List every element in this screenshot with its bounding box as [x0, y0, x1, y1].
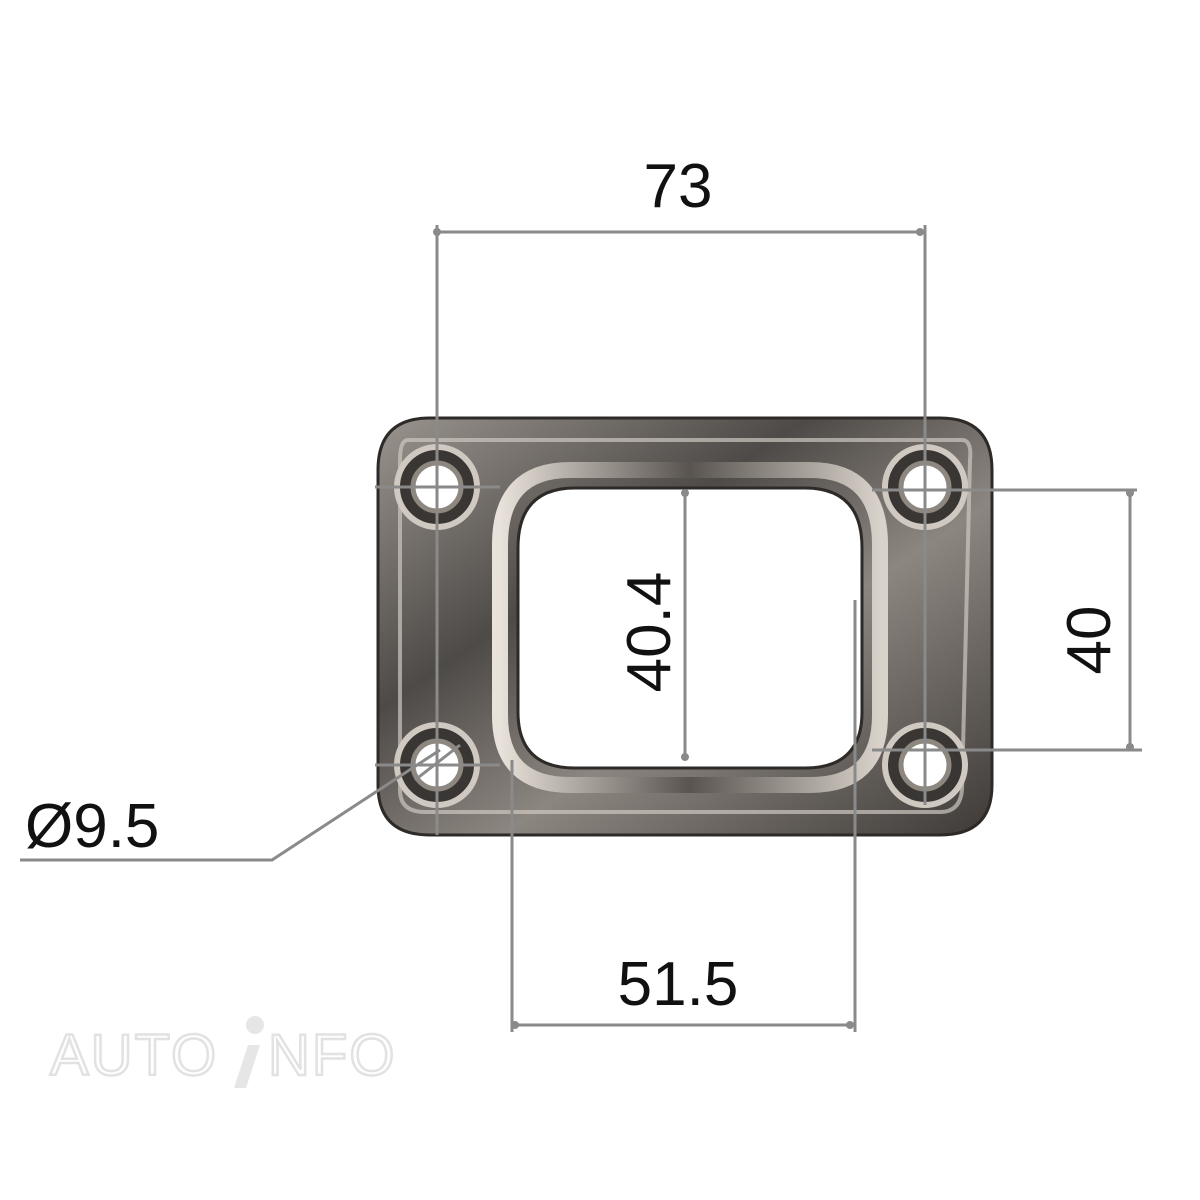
dimension-51-5: 51.5 — [510, 600, 857, 1032]
dimension-label-73: 73 — [644, 152, 713, 221]
dimension-40: 40 — [872, 488, 1142, 752]
dimension-40-4: 40.4 — [615, 489, 689, 761]
dimension-label-diameter: Ø9.5 — [25, 792, 159, 861]
dimension-label-40-4: 40.4 — [615, 572, 684, 693]
dimension-73: 73 — [375, 152, 927, 835]
dimension-label-51-5: 51.5 — [618, 950, 739, 1019]
dimension-hole-diameter: Ø9.5 — [20, 743, 461, 862]
svg-text:AUTO: AUTO — [50, 1023, 218, 1088]
center-bead — [492, 462, 888, 793]
dimension-label-40: 40 — [1055, 606, 1124, 675]
autoinfo-watermark: AUTO NFO — [49, 1016, 396, 1089]
svg-text:NFO: NFO — [268, 1023, 396, 1088]
